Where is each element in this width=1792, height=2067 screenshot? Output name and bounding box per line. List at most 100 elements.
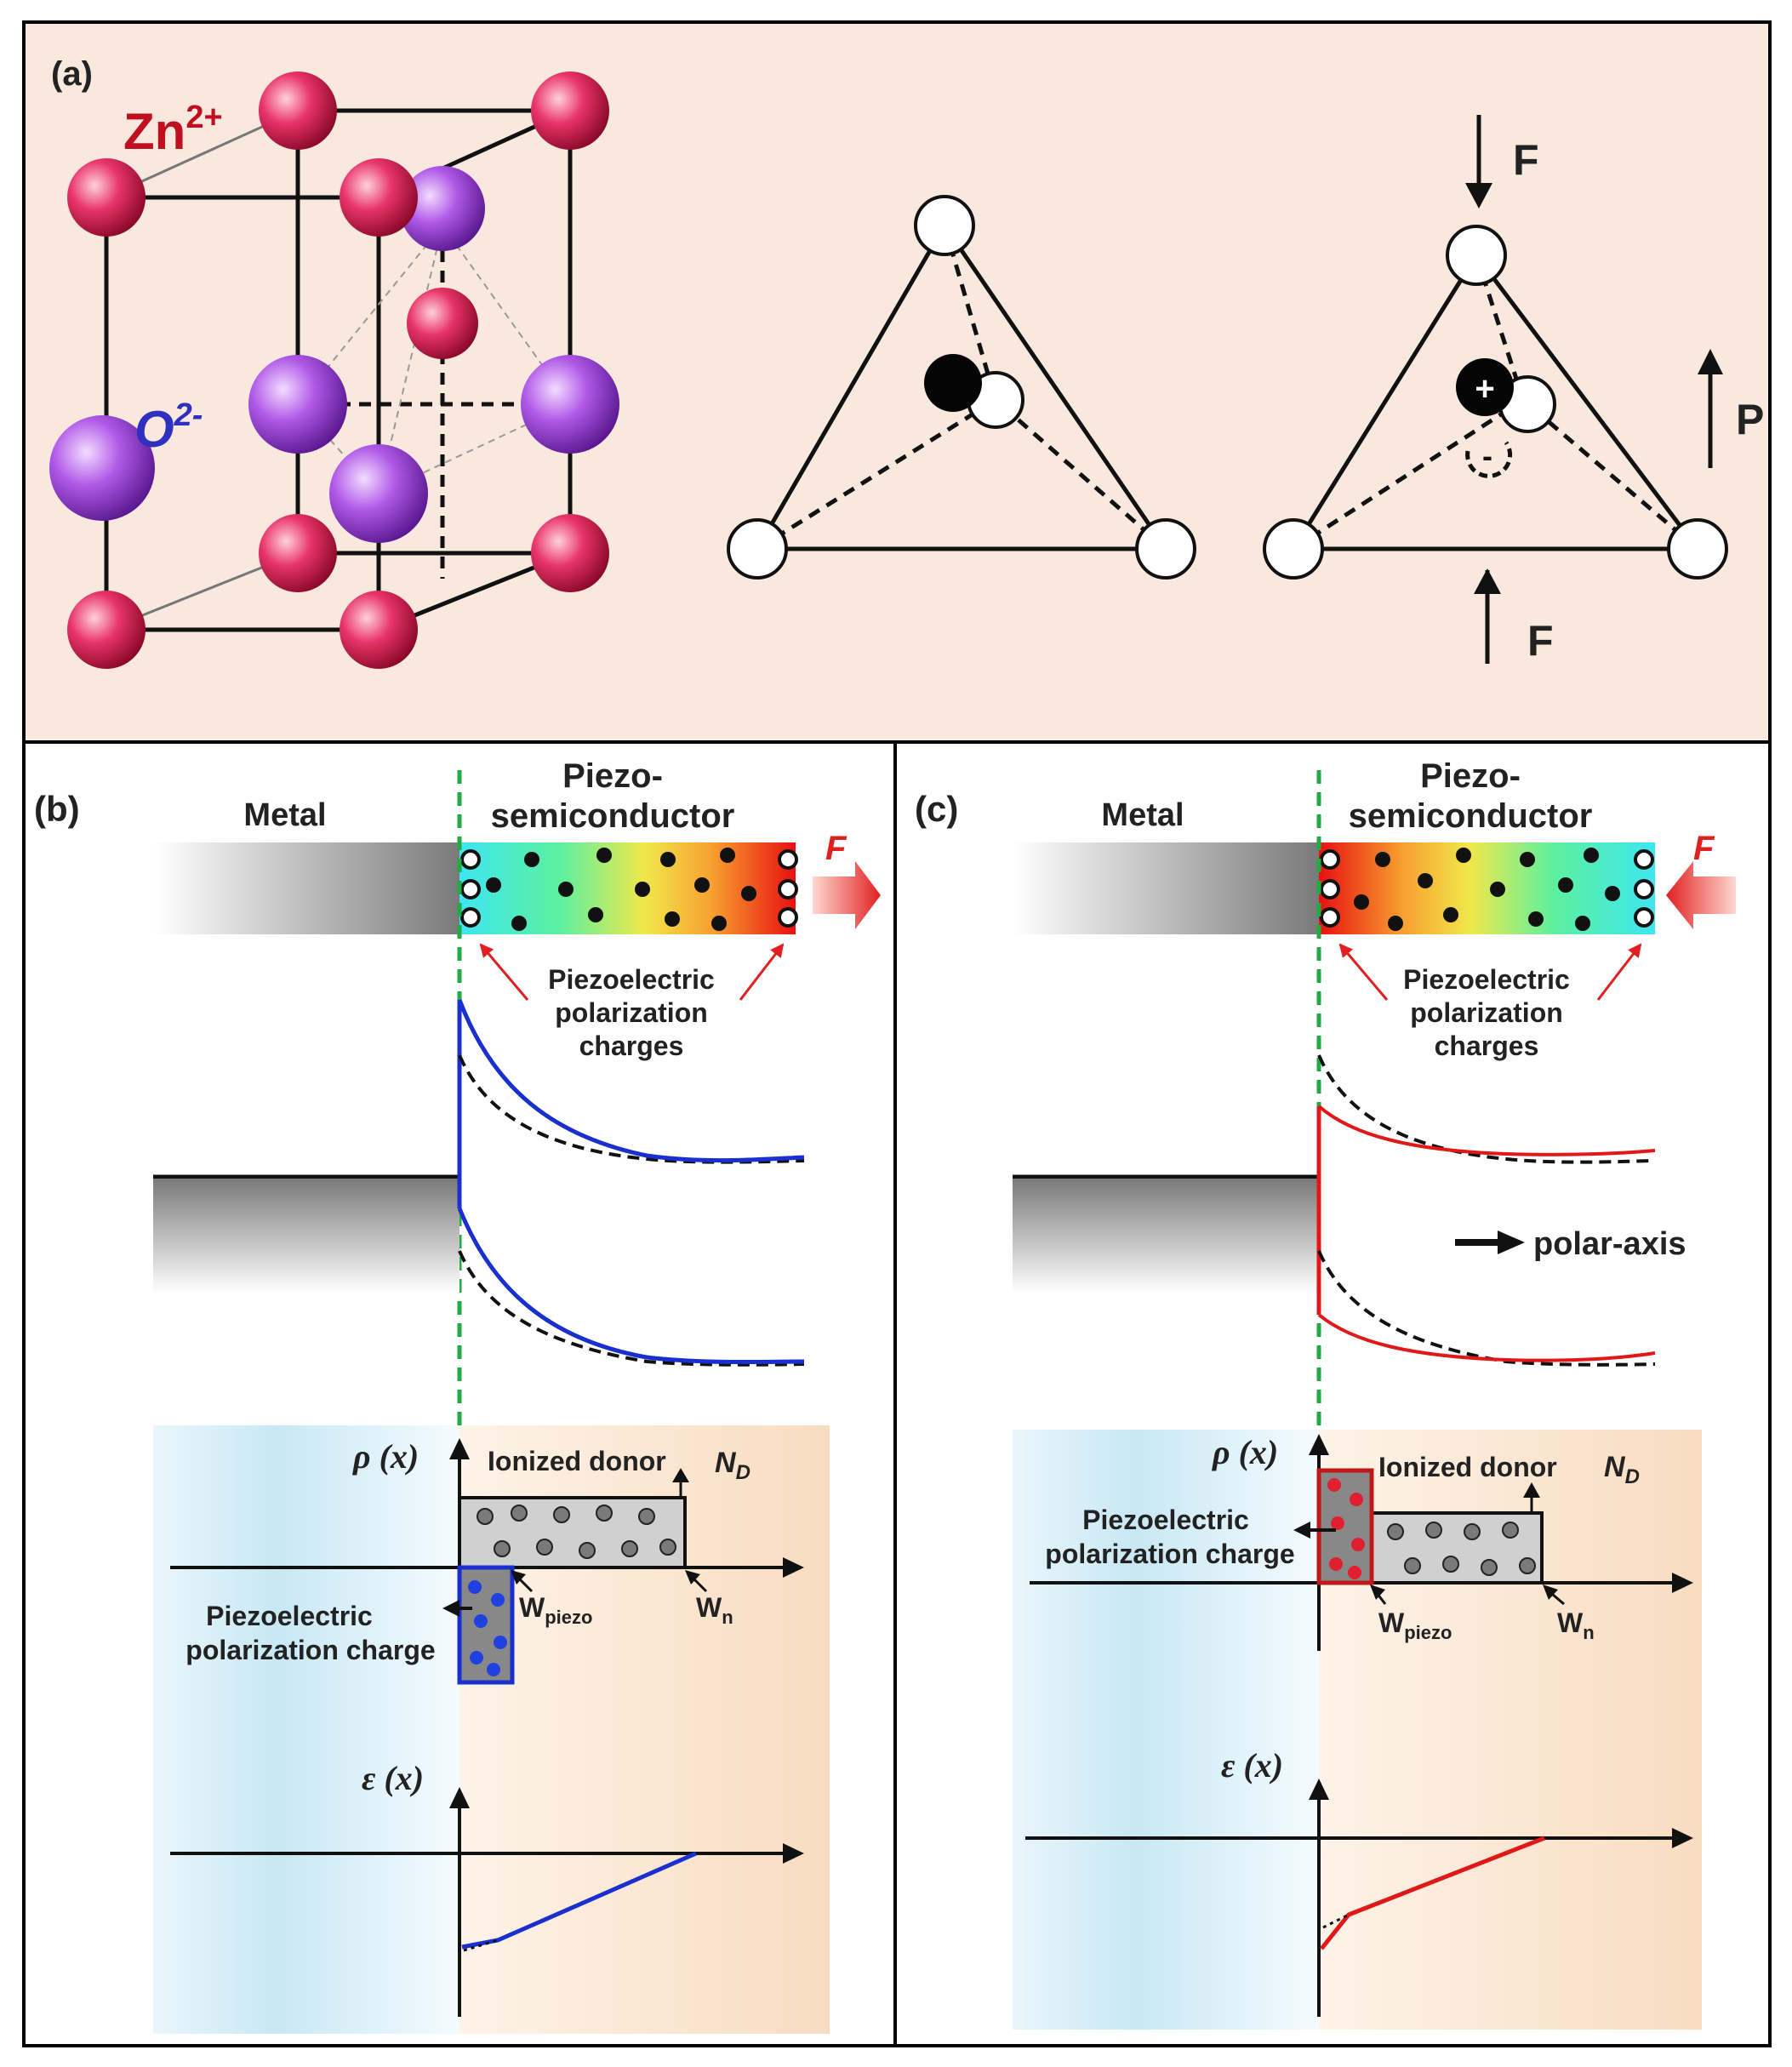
piezo-charges-label-line1: Piezoelectric <box>1403 964 1570 995</box>
semiconductor-label-line1: Piezo- <box>1420 757 1521 795</box>
semiconductor-label-line1: Piezo- <box>562 757 663 795</box>
red-pointer-right <box>739 943 785 1001</box>
piezo-charge-label-line1: Piezoelectric <box>206 1601 373 1631</box>
piezo-charge-pointer-head <box>1293 1522 1310 1539</box>
tetrahedron-unstrained <box>727 195 1196 580</box>
zn-atom <box>259 71 337 150</box>
zn-atom <box>67 591 146 669</box>
ionized-donor-label: Ionized donor <box>1378 1452 1557 1482</box>
piezo-charges-label-line2: polarization <box>1410 997 1563 1028</box>
polar-axis-label: polar-axis <box>1533 1226 1686 1262</box>
nd-pointer-head <box>672 1468 689 1482</box>
zn-label: Zn2+ <box>123 100 223 160</box>
nd-pointer-head <box>1523 1482 1540 1498</box>
zn-atom <box>407 288 478 359</box>
zn-atom <box>340 591 418 669</box>
metal-block <box>1013 842 1319 934</box>
efield-y-axis-head <box>449 1787 470 1808</box>
valence-band-b <box>457 1208 805 1365</box>
piezo-charges-label-line2: polarization <box>555 997 708 1028</box>
zn-atom <box>67 158 146 237</box>
force-arrow-bottom-head <box>1474 568 1501 594</box>
panel-c-label: (c) <box>915 789 958 829</box>
zn-atom <box>340 158 418 237</box>
rho-bg-left <box>153 1425 459 2034</box>
rho-x-axis-head <box>1672 1573 1693 1593</box>
wn-pointer-head <box>1543 1585 1558 1600</box>
semiconductor-label-line2: semiconductor <box>491 797 735 835</box>
ionized-donor-dots <box>1387 1522 1536 1576</box>
conduction-band-c <box>1317 1105 1656 1156</box>
semiconductor-label-line2: semiconductor <box>1349 797 1593 835</box>
zn-atom <box>531 71 609 150</box>
white-atom <box>914 195 975 256</box>
wpiezo-label: Wpiezo <box>1378 1607 1452 1643</box>
white-atom <box>1446 225 1507 286</box>
rho-y-axis-head <box>1309 1434 1329 1455</box>
ionized-donor-dots <box>477 1505 676 1559</box>
o-atom <box>400 166 485 251</box>
semiconductor-dots <box>1354 848 1620 931</box>
efield-label: ε (x) <box>362 1759 424 1797</box>
conduction-band-b <box>457 999 805 1163</box>
wn-label: Wn <box>696 1592 733 1628</box>
red-pointer-left <box>1338 943 1389 1001</box>
o-atom <box>49 415 155 521</box>
panel-a-label: (a) <box>51 55 93 93</box>
rho-y-axis-head <box>449 1438 470 1459</box>
rho-bg-left <box>1013 1430 1319 2030</box>
polar-axis-arrow-head <box>1498 1230 1525 1254</box>
rho-label: ρ (x) <box>352 1437 419 1476</box>
force-label-top: F <box>1513 136 1539 184</box>
panel-c: (c) Metal Piezo- semiconductor F Piezoel… <box>893 740 1772 2047</box>
minus-sign: - <box>1482 438 1492 473</box>
efield-x-axis-head <box>1672 1828 1693 1848</box>
white-atom <box>1263 518 1324 580</box>
force-label-c: F <box>1693 830 1715 867</box>
force-label-b: F <box>825 830 847 867</box>
piezo-charges-left <box>460 849 481 928</box>
wn-label: Wn <box>1557 1607 1595 1643</box>
ionized-donor-region <box>458 1496 687 1569</box>
piezo-charges-label-line3: charges <box>579 1031 684 1061</box>
wpiezo-pointer-head <box>1370 1585 1385 1600</box>
metal-label: Metal <box>243 797 326 833</box>
piezo-charge-label-line1: Piezoelectric <box>1082 1505 1249 1535</box>
red-pointer-left <box>479 943 529 1001</box>
zn-atom <box>259 514 337 592</box>
piezo-charges-right <box>1634 849 1654 928</box>
rho-label: ρ (x) <box>1212 1433 1278 1471</box>
piezo-charge-dots-c <box>1327 1478 1365 1579</box>
negative-charge-center <box>1465 441 1513 478</box>
white-atom <box>727 518 788 580</box>
efield-label: ε (x) <box>1221 1746 1283 1784</box>
black-atom <box>1456 358 1514 416</box>
valence-band-dashed <box>1317 1250 1656 1367</box>
wpiezo-label: Wpiezo <box>519 1592 592 1628</box>
piezo-charge-label-line2: polarization charge <box>185 1635 435 1665</box>
o-label: O2- <box>134 397 203 458</box>
piezo-charges-left <box>1320 849 1340 928</box>
valence-band-c <box>1317 1313 1656 1362</box>
wn-pointer-head <box>685 1570 700 1585</box>
zn-atom <box>531 514 609 592</box>
metal-block <box>153 842 459 934</box>
polarization-label: P <box>1736 396 1764 443</box>
tetrahedron-strained: + - <box>1263 225 1728 580</box>
efield-x-axis-head <box>783 1843 804 1864</box>
force-label-bottom: F <box>1527 617 1554 665</box>
plus-sign: + <box>1475 370 1494 408</box>
conduction-band-dashed <box>1317 1054 1656 1164</box>
piezo-charge-dots-b <box>468 1580 507 1676</box>
metal-label: Metal <box>1101 797 1184 833</box>
nd-label: ND <box>715 1447 750 1484</box>
o-atom <box>248 355 347 454</box>
efield-curve-dotted-c <box>1322 1913 1350 1929</box>
white-atom <box>1135 518 1196 580</box>
piezo-charges-label-line1: Piezoelectric <box>548 964 715 995</box>
efield-curve-dotted-b <box>463 1939 499 1952</box>
white-atom <box>1667 518 1728 580</box>
piezo-charge-region-c <box>1316 1468 1374 1585</box>
piezo-charge-label-line2: polarization charge <box>1045 1539 1294 1569</box>
